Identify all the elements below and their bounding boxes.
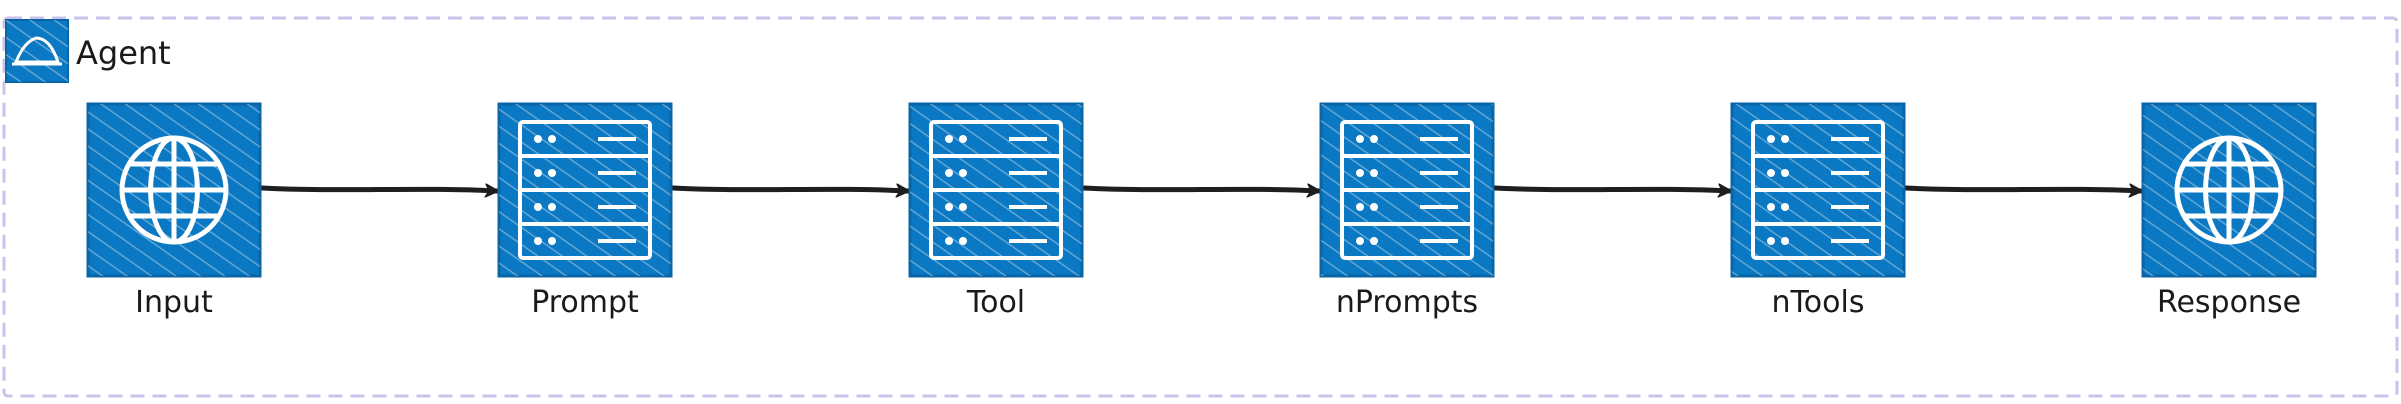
nodes: Input Prompt Tool nPrompts nTools Response [86, 102, 2317, 320]
cluster-boundary [2, 16, 2399, 398]
server-icon [929, 120, 1063, 260]
node-tool-label: Tool [966, 285, 1025, 320]
node-input-label: Input [135, 285, 213, 320]
edge-prompt-to-tool [670, 188, 911, 191]
edge-nprompts-to-ntools [1492, 188, 1733, 191]
edge-tool-to-nprompts [1081, 188, 1322, 191]
node-input[interactable]: Input [86, 102, 262, 320]
node-response-label: Response [2157, 285, 2301, 320]
cluster-icon [5, 19, 69, 83]
edge-input-to-prompt [259, 188, 500, 191]
node-ntools[interactable]: nTools [1730, 102, 1906, 320]
edges [259, 188, 2144, 191]
node-response[interactable]: Response [2141, 102, 2317, 320]
server-icon [1340, 120, 1474, 260]
node-tool[interactable]: Tool [908, 102, 1084, 320]
globe-icon [119, 135, 229, 245]
server-icon [1751, 120, 1885, 260]
server-icon [518, 120, 652, 260]
node-ntools-label: nTools [1772, 285, 1865, 320]
node-nprompts-label: nPrompts [1336, 285, 1478, 320]
cluster-label: Agent [76, 34, 171, 72]
globe-icon [2174, 135, 2284, 245]
node-nprompts[interactable]: nPrompts [1319, 102, 1495, 320]
node-prompt-label: Prompt [531, 285, 639, 320]
node-prompt[interactable]: Prompt [497, 102, 673, 320]
edge-ntools-to-response [1903, 188, 2144, 191]
